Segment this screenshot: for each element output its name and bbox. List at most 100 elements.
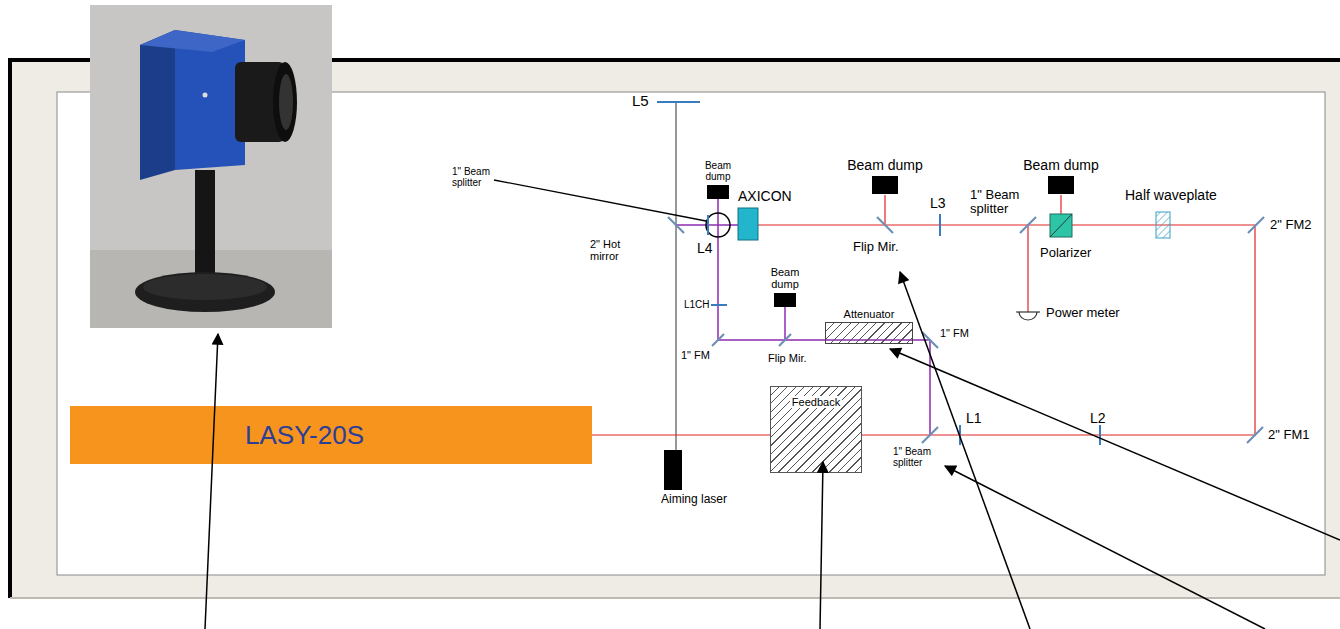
lens-symbol (939, 214, 941, 236)
part-label: Flip Mir. (768, 352, 807, 364)
node-text: Beam dump (695, 160, 741, 182)
frame-border (8, 58, 12, 598)
part-label: 1" Beam splitter (893, 446, 943, 468)
part-label: 2" FM1 (1268, 428, 1309, 442)
label-holder: 1" Beam splitter (893, 446, 943, 468)
camera-lens (273, 62, 297, 142)
node-text: Beam dump (762, 266, 808, 290)
label-holder: L2 (1090, 411, 1106, 426)
label-holder: Half waveplate (1125, 188, 1217, 203)
mirror-symbol (1247, 427, 1263, 443)
laser-beam (884, 195, 885, 225)
part-label: Polarizer (1040, 246, 1091, 260)
beam-dump: Beam dump (837, 158, 933, 194)
part-label: L2 (1090, 411, 1106, 426)
mirror-symbol (1248, 217, 1264, 233)
label-holder: L3 (930, 196, 946, 211)
label-holder: 2" Hot mirror (590, 238, 640, 262)
mirror-symbol (712, 334, 724, 346)
photo-ground (90, 5, 332, 328)
splitter-symbol (1020, 217, 1036, 233)
node-text: Attenuator (825, 308, 913, 320)
lens-symbol (657, 101, 700, 103)
laser-beam (758, 225, 1255, 435)
split-beam (784, 307, 786, 340)
callout-arrow (945, 466, 1265, 629)
beam-dump: Beam dump (762, 266, 808, 307)
camera-post (195, 170, 215, 285)
lens-symbol (1099, 425, 1101, 445)
beam-connector (592, 434, 770, 435)
label-holder: L1CH (684, 299, 710, 310)
node-text: LASY-20S (245, 421, 364, 450)
label-holder: AXICON (738, 189, 792, 204)
part-label: 1" FM (681, 349, 710, 361)
label-holder: 1" FM (940, 327, 969, 339)
camera-base (135, 272, 275, 312)
beam-dump-block (774, 293, 796, 307)
laser-beam (1027, 225, 1028, 312)
label-holder: L1 (966, 411, 982, 426)
mirror-symbol (922, 332, 938, 348)
callout-arrow (900, 272, 1030, 629)
splitter-symbol (922, 427, 938, 443)
part-label: 1" FM (940, 327, 969, 339)
node-text: Feedback (790, 396, 842, 408)
hatched-element (825, 322, 913, 344)
laser-band: LASY-20S (70, 406, 592, 464)
part-label: L1 (966, 411, 982, 426)
camera-top (140, 30, 245, 52)
part-label: Flip Mir. (853, 240, 899, 254)
waveplate-symbol (1156, 212, 1170, 238)
label-holder: Polarizer (1040, 246, 1091, 260)
lens-symbol (711, 304, 727, 306)
label-holder: Power meter (1046, 306, 1120, 320)
lens-symbol (707, 215, 709, 235)
highlight-circle (706, 213, 730, 237)
attenuator-box: Attenuator (825, 308, 913, 344)
beam-dump-block (1048, 176, 1074, 194)
callout-arrow (890, 349, 1340, 540)
part-label: L1CH (684, 299, 710, 310)
camera-screw (203, 93, 208, 98)
camera-lens (279, 74, 293, 130)
mirror-symbol (668, 217, 684, 233)
label-holder: L5 (632, 93, 649, 110)
frame-border (10, 597, 1340, 599)
feedback-box: Feedback (770, 386, 862, 473)
part-label: 1" Beam splitter (452, 166, 510, 188)
beam-dump: Beam dump (695, 160, 741, 199)
polarizer-symbol (1050, 214, 1072, 237)
part-label: Half waveplate (1125, 188, 1217, 203)
part-label: 2" Hot mirror (590, 238, 640, 262)
label-holder: 1" Beam splitter (970, 188, 1026, 217)
callout-arrow (820, 462, 823, 629)
label-holder: 2" FM1 (1268, 428, 1309, 442)
camera-base (143, 274, 267, 300)
aiming-laser: Aiming laser (661, 450, 757, 506)
laser-beam (1060, 195, 1061, 214)
part-label: L5 (632, 93, 649, 110)
part-label: L4 (697, 241, 713, 256)
leader-line (494, 180, 706, 221)
node-text: Aiming laser (661, 493, 757, 506)
part-label: AXICON (738, 189, 792, 204)
part-label: 1" Beam splitter (970, 188, 1026, 217)
mirror-symbol (877, 217, 893, 233)
part-label: 2" FM2 (1270, 218, 1311, 232)
axicon-symbol (738, 208, 758, 240)
power-meter-symbol (1019, 312, 1037, 320)
aiming-beam (676, 102, 677, 450)
part-label: Power meter (1046, 306, 1120, 320)
node-text: Beam dump (837, 158, 933, 173)
polarizer-symbol (1050, 214, 1072, 237)
beam-dump-block (872, 176, 898, 194)
beam-dump: Beam dump (1013, 158, 1109, 194)
laser-block (664, 450, 682, 490)
lens-symbol (959, 425, 961, 445)
beam-dump-block (707, 185, 729, 199)
